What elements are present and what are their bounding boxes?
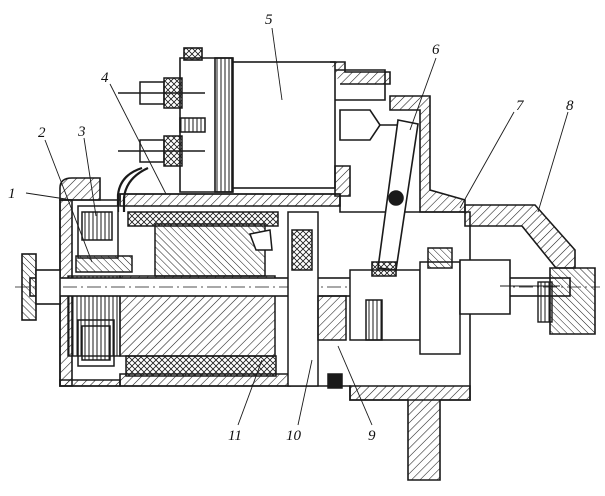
drive-end-housing [389, 95, 596, 335]
terminal-bolts [118, 77, 206, 167]
pinion-gear [537, 281, 553, 323]
motor-housing [59, 177, 471, 401]
callout-9: 9 [368, 428, 376, 444]
callout-7: 7 [516, 98, 525, 114]
callout-8: 8 [566, 98, 574, 114]
leader-lines [25, 27, 569, 426]
shift-lever [371, 119, 419, 277]
field-wire [116, 166, 149, 212]
callout-11: 11 [228, 428, 242, 444]
solenoid [179, 47, 415, 197]
mounting-flange [349, 385, 471, 481]
overrunning-clutch [349, 247, 461, 355]
callout-3: 3 [77, 124, 86, 140]
callout-2: 2 [38, 125, 46, 141]
callout-5: 5 [265, 12, 273, 28]
intermediate-bearing [287, 211, 347, 389]
callout-6: 6 [432, 42, 440, 58]
callout-labels: 1 2 3 4 5 6 7 8 9 10 11 [8, 12, 574, 444]
callout-1: 1 [8, 186, 16, 202]
callout-10: 10 [286, 428, 302, 444]
callout-4: 4 [101, 70, 109, 86]
